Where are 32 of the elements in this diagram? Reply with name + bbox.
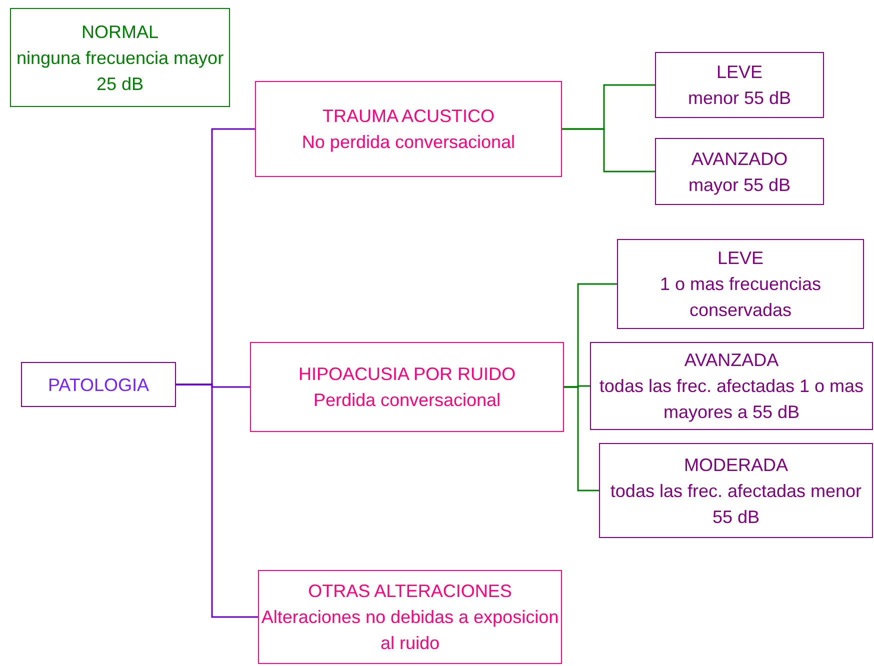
node-heading: PATOLOGIA [48,374,150,396]
grade-box [655,52,824,118]
grade-box [617,239,864,329]
category-box [10,8,230,107]
node-heading: TRAUMA ACUSTICO [322,105,495,128]
connector-line [176,384,258,618]
grade-box [655,138,824,205]
node-heading: NORMAL [81,20,158,44]
node-heading: LEVE [717,247,764,270]
node-description: Alteraciones no debidas a exposicion al ruido [260,606,560,655]
node-heading: HIPOACUSIA POR RUIDO [298,363,516,386]
connector-line [564,386,599,492]
node-description: todas las frec. afectadas 1 o mas mayores a 55 dB [598,375,865,424]
node-description: menor 55 dB [688,87,792,110]
node-heading: MODERADA [684,454,788,476]
node-heading: LEVE [716,61,763,84]
root-box [21,362,176,407]
node-description: ninguna frecuencia mayor 25 dB [15,46,225,96]
node-heading: AVANZADA [684,349,779,372]
category-box [250,342,564,432]
category-box [255,81,562,177]
node-heading: AVANZADO [691,148,788,170]
node-description: No perdida conversacional [302,131,516,154]
node-description: 1 o mas frecuencias conservadas [658,273,822,322]
connector-line [562,128,655,172]
node-heading: OTRAS ALTERACIONES [308,580,512,603]
node-description: todas las frec. afectadas menor 55 dB [609,480,863,528]
grade-box [590,342,873,430]
node-description: Perdida conversacional [313,389,501,412]
node-description: mayor 55 dB [688,174,791,197]
category-box [258,570,562,664]
grade-box [599,443,873,538]
